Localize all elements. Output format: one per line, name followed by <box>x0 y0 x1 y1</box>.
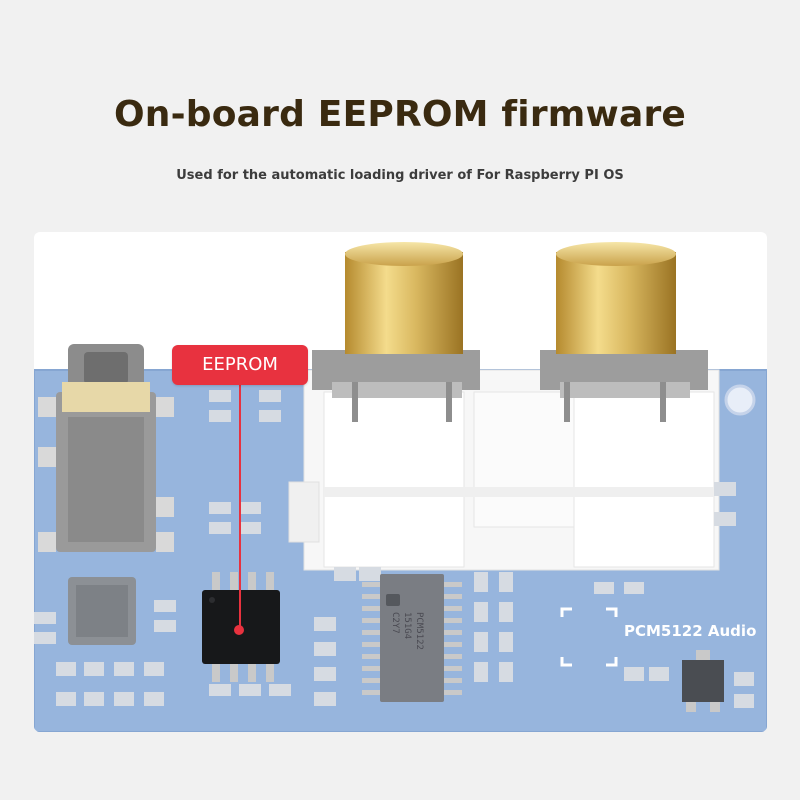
chip-marking-line-3: C2Y7 <box>390 612 400 634</box>
callout-pointer-dot <box>234 625 244 635</box>
eeprom-callout-label: EEPROM <box>172 345 308 385</box>
audio-jack <box>38 344 174 552</box>
dac-chip <box>362 574 462 702</box>
passive-components <box>34 390 754 708</box>
board-photo: PCM5122 Audio PCM5122 151G4 C2Y7 <box>34 232 767 732</box>
page-title: On-board EEPROM firmware <box>113 94 687 135</box>
rca-left <box>312 242 480 422</box>
chip-marking-line-1: PCM5122 <box>414 612 424 650</box>
mounting-hole <box>724 384 756 416</box>
callout-leader-line <box>239 385 241 630</box>
rca-right <box>540 242 708 422</box>
board-illustration <box>34 242 767 732</box>
transistor <box>682 650 724 712</box>
board-silkscreen-text: PCM5122 Audio <box>624 622 757 640</box>
silkscreen-marks <box>560 607 618 667</box>
chip-marking-line-2: 151G4 <box>402 612 412 640</box>
rca-housing <box>288 369 720 571</box>
qfn-chip <box>68 577 136 645</box>
page-subtitle: Used for the automatic loading driver of… <box>176 168 624 183</box>
